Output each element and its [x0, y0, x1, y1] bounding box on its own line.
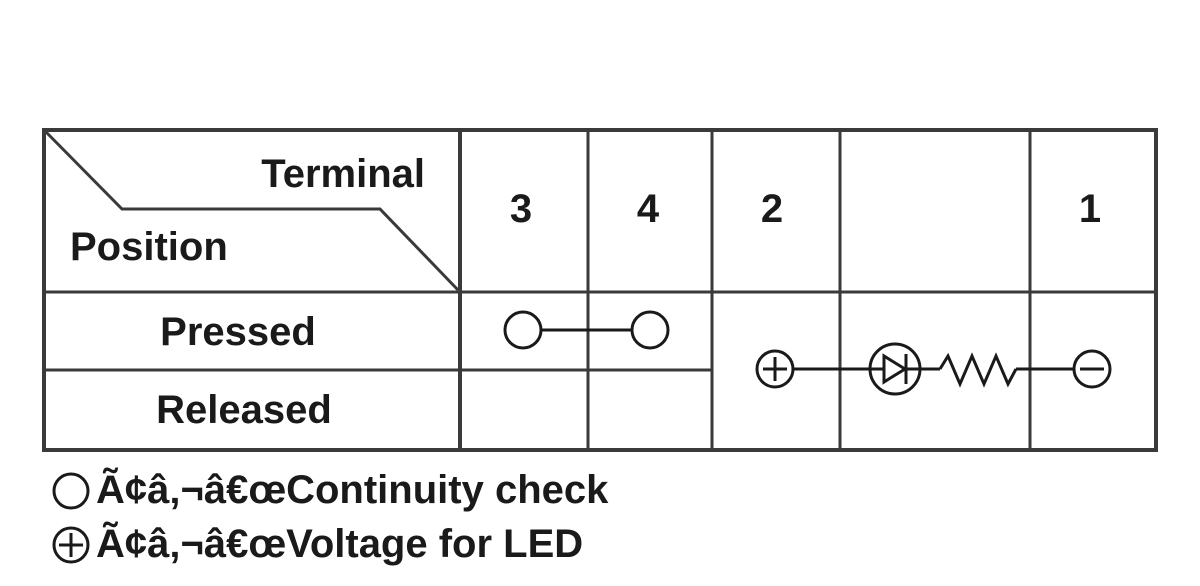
terminal-number: 4 [637, 187, 660, 231]
position-label-released: Released [156, 388, 332, 432]
position-label-pressed: Pressed [160, 310, 316, 354]
continuity-circle-icon [503, 310, 543, 350]
legend-glitch-text: Ã¢â‚¬â€œ [96, 468, 287, 512]
table-frame [42, 128, 1158, 452]
terminal-number: 3 [510, 187, 532, 231]
header-position-label: Position [70, 225, 228, 269]
continuity-circle-icon [630, 310, 670, 350]
terminal-number: 1 [1079, 187, 1101, 231]
header-diagonal [44, 130, 460, 292]
plus-circle-icon [52, 526, 90, 563]
led-voltage-circuit [755, 342, 1112, 396]
resistor-icon [938, 352, 1018, 388]
minus-circle-icon [1072, 349, 1112, 389]
led-diode-icon [868, 342, 922, 396]
legend-voltage-label: Voltage for LED [286, 522, 584, 566]
header-terminal-label: Terminal [261, 152, 425, 196]
continuity-circle-icon [52, 472, 90, 509]
terminal-number: 2 [761, 187, 783, 231]
plus-circle-icon [755, 349, 795, 389]
legend-continuity-label: Continuity check [286, 468, 609, 512]
legend-glitch-text: Ã¢â‚¬â€œ [96, 522, 287, 566]
continuity-connection [503, 310, 670, 350]
